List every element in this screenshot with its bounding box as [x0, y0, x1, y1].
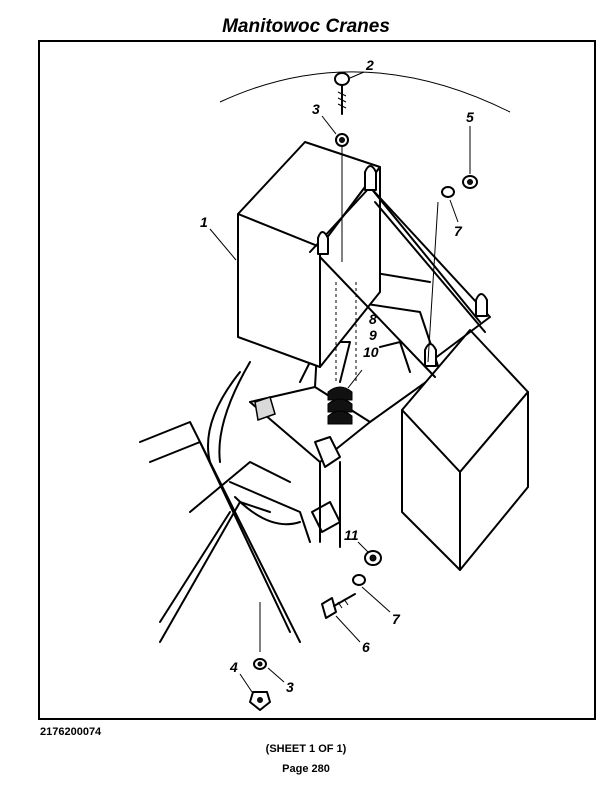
sheet-label: (SHEET 1 OF 1) [265, 743, 347, 755]
counterweight-frame-top [309, 165, 491, 378]
callout-9: 9 [369, 327, 377, 343]
hardware-lower-right [321, 550, 382, 619]
nut-top-right [427, 175, 478, 363]
lower-bracket [254, 396, 341, 548]
bolt-top [334, 72, 350, 262]
hardware-bottom [249, 602, 271, 711]
boom-arm [139, 361, 311, 643]
callout-10: 10 [363, 344, 379, 360]
counterweight-block-right [401, 329, 529, 571]
callout-6: 6 [362, 639, 370, 655]
page-title: Manitowoc Cranes [222, 16, 390, 37]
document-number: 2176200074 [40, 726, 102, 738]
callout-5: 5 [466, 109, 474, 125]
callout-7-top: 7 [454, 223, 463, 239]
callout-11: 11 [344, 527, 359, 543]
diagram-frame: 1 2 3 5 7 8 9 10 11 7 6 4 3 [38, 40, 596, 720]
callout-1: 1 [200, 214, 208, 230]
leader-lines [209, 71, 471, 693]
callout-labels: 1 2 3 5 7 8 9 10 11 7 6 4 3 [200, 57, 474, 695]
background-arc [219, 71, 511, 113]
counterweight-block-left [237, 141, 381, 368]
callout-7-bottom: 7 [392, 611, 401, 627]
exploded-parts-diagram: 1 2 3 5 7 8 9 10 11 7 6 4 3 [139, 57, 529, 711]
page-number: Page 280 [282, 763, 330, 775]
callout-3-bottom: 3 [286, 679, 294, 695]
callout-2: 2 [365, 57, 374, 73]
callout-4: 4 [229, 659, 238, 675]
callout-8: 8 [369, 311, 377, 327]
callout-3-top: 3 [312, 101, 320, 117]
spring-stack [327, 282, 357, 425]
